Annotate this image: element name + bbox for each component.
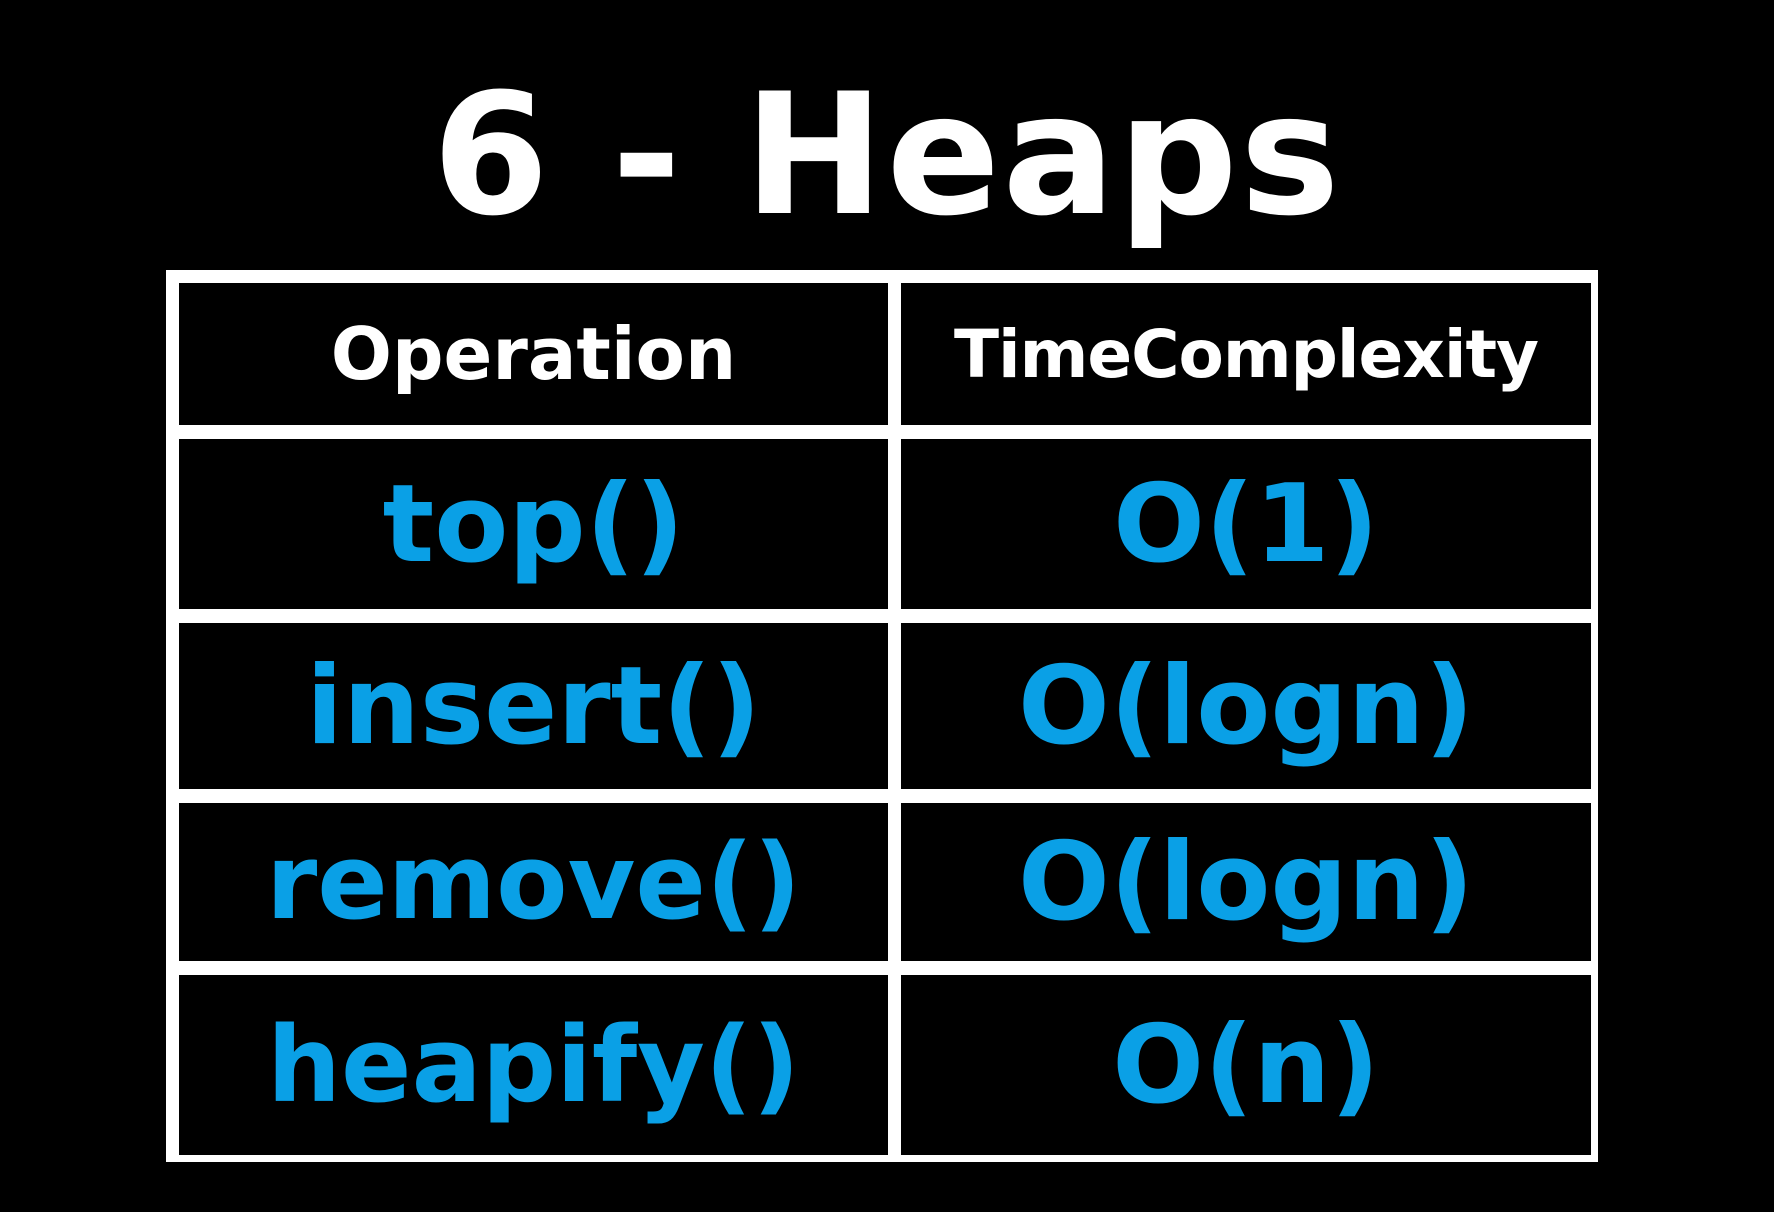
- operation-top: top(): [382, 461, 685, 587]
- operation-heapify: heapify(): [267, 1004, 800, 1126]
- header-cell-time-complexity: TimeComplexity: [901, 283, 1591, 425]
- table-row-operation: top(): [179, 439, 888, 609]
- table-row-operation: remove(): [179, 803, 888, 961]
- complexity-top: O(1): [1113, 461, 1379, 587]
- header-operation: Operation: [330, 312, 737, 396]
- header-cell-operation: Operation: [179, 283, 888, 425]
- complexity-insert: O(logn): [1018, 643, 1474, 769]
- table-row-complexity: O(1): [901, 439, 1591, 609]
- complexity-table: Operation TimeComplexity top() O(1) inse…: [166, 270, 1598, 1162]
- operation-remove: remove(): [265, 821, 802, 943]
- header-time-complexity: TimeComplexity: [953, 315, 1539, 393]
- table-row-complexity: O(logn): [901, 803, 1591, 961]
- table-row-complexity: O(logn): [901, 623, 1591, 789]
- operation-insert: insert(): [305, 643, 762, 769]
- complexity-remove: O(logn): [1018, 819, 1474, 945]
- table-row-complexity: O(n): [901, 975, 1591, 1155]
- table-row-operation: insert(): [179, 623, 888, 789]
- table-row-operation: heapify(): [179, 975, 888, 1155]
- page-title: 6 - Heaps: [432, 57, 1342, 253]
- complexity-heapify: O(n): [1112, 1002, 1380, 1128]
